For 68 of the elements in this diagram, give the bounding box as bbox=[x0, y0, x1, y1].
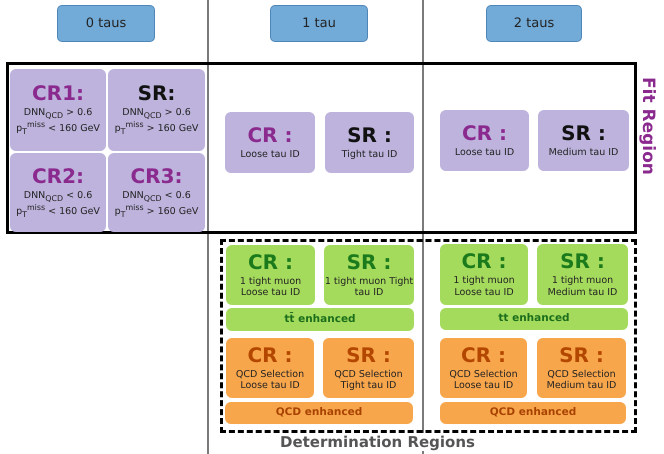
region-card bbox=[440, 338, 527, 398]
column-header bbox=[57, 5, 155, 42]
region-title: CR : bbox=[247, 124, 293, 146]
column-title: 1 tau bbox=[302, 16, 336, 30]
region-card bbox=[323, 338, 414, 398]
region-card bbox=[225, 112, 315, 173]
region-card bbox=[537, 244, 628, 305]
region-title: SR : bbox=[560, 251, 605, 272]
region-title: CR : bbox=[460, 344, 506, 366]
selection-text: QCD Selection Loose tau ID bbox=[234, 368, 306, 392]
region-title: CR : bbox=[247, 344, 293, 366]
selection-text: Tight tau ID bbox=[342, 148, 398, 160]
region-title: SR : bbox=[347, 124, 392, 146]
selection-text: QCD Selection Tight tau ID bbox=[333, 368, 404, 392]
column-header bbox=[486, 5, 582, 42]
region-card bbox=[108, 153, 205, 232]
region-title: CR1: bbox=[32, 83, 84, 104]
region-card bbox=[108, 69, 205, 151]
selection-text: 1 tight muon Loose tau ID bbox=[452, 275, 516, 298]
selection-text: DNN$_{QCD}$ > 0.6 bbox=[122, 107, 191, 120]
region-title: CR3: bbox=[130, 166, 182, 187]
region-card bbox=[440, 110, 529, 171]
band-label: tt enhanced bbox=[498, 313, 570, 324]
selection-text: p$_{T}$$^{miss}$ > 160 GeV bbox=[114, 120, 198, 137]
region-title: SR : bbox=[346, 252, 392, 273]
band bbox=[225, 402, 413, 424]
selection-text: DNN$_{QCD}$ < 0.6 bbox=[122, 190, 191, 203]
column-title: 2 taus bbox=[514, 16, 554, 30]
region-card bbox=[538, 110, 629, 171]
selection-text: Loose tau ID bbox=[240, 148, 300, 160]
selection-text: DNN$_{QCD}$ < 0.6 bbox=[24, 190, 92, 203]
selection-text: p$_{T}$$^{miss}$ < 160 GeV bbox=[16, 120, 100, 137]
selection-text: p$_{T}$$^{miss}$ < 160 GeV bbox=[16, 202, 100, 220]
region-title: CR : bbox=[461, 251, 507, 272]
band bbox=[440, 308, 628, 330]
band-label: tt̄ enhanced bbox=[284, 314, 356, 325]
selection-text: 1 tight muon Medium tau ID bbox=[546, 275, 618, 298]
band-label: QCD enhanced bbox=[276, 407, 362, 418]
region-card bbox=[537, 338, 626, 398]
region-card bbox=[325, 112, 414, 173]
region-card bbox=[10, 153, 106, 232]
column-title: 0 taus bbox=[86, 16, 126, 30]
region-title: SR: bbox=[138, 83, 176, 104]
region-card bbox=[10, 69, 106, 151]
region-title: SR : bbox=[559, 344, 604, 366]
region-title: CR : bbox=[462, 122, 508, 144]
region-title: Determination Regions bbox=[278, 433, 477, 451]
column-header bbox=[270, 5, 368, 42]
selection-text: Medium tau ID bbox=[548, 146, 618, 158]
region-card bbox=[440, 244, 528, 305]
selection-text: 1 tight muon Tight tau ID bbox=[324, 276, 414, 298]
band bbox=[226, 308, 414, 331]
region-card bbox=[324, 245, 414, 305]
region-title: SR : bbox=[561, 122, 606, 144]
selection-text: QCD Selection Loose tau ID bbox=[448, 368, 519, 392]
selection-text: 1 tight muon Loose tau ID bbox=[238, 276, 302, 298]
selection-text: DNN$_{QCD}$ > 0.6 bbox=[24, 107, 92, 120]
band bbox=[440, 402, 626, 424]
selection-text: Loose tau ID bbox=[454, 146, 514, 158]
selection-text: QCD Selection Medium tau ID bbox=[546, 368, 618, 392]
band-label: QCD enhanced bbox=[490, 407, 576, 418]
region-card bbox=[226, 245, 315, 305]
region-title: CR : bbox=[248, 252, 294, 273]
region-title: CR2: bbox=[32, 166, 84, 187]
region-title: SR : bbox=[346, 344, 391, 366]
region-title: Fit Region bbox=[638, 77, 658, 175]
region-card bbox=[226, 338, 314, 398]
selection-text: p$_{T}$$^{miss}$ > 160 GeV bbox=[114, 202, 198, 220]
